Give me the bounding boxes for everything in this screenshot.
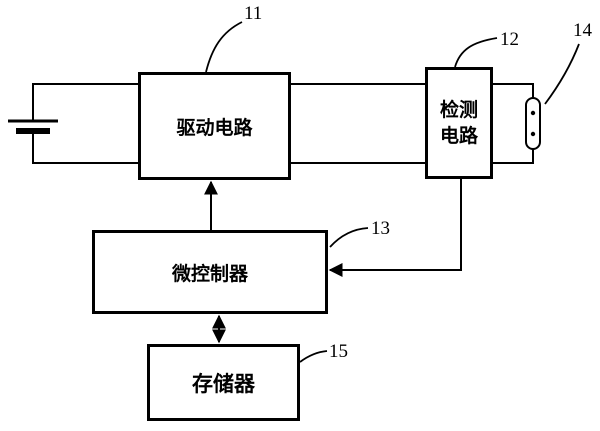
ref-number-sensor: 14 [573,20,592,41]
microcontroller-block: 微控制器 [92,230,328,314]
drive-circuit-label: 驱动电路 [176,116,253,139]
leader-14 [544,43,580,105]
battery-symbol [8,119,58,134]
detection-circuit-block: 检测 电路 [425,67,493,179]
wire-battery-top [32,83,138,121]
memory-label: 存储器 [192,371,255,396]
ref-number-mcu: 13 [371,218,390,239]
microcontroller-label: 微控制器 [171,262,248,285]
wire-battery-bottom [32,131,138,164]
memory-block: 存储器 [147,344,300,421]
detection-circuit-label-line1: 检测 [439,99,478,121]
leader-13 [329,227,369,248]
leader-12 [454,37,498,68]
wire-detect-to-mcu [328,179,462,277]
leader-11 [205,21,243,73]
ref-number-drive: 11 [244,3,263,24]
leader-15 [299,350,328,363]
wire-detect-sensor-bottom [493,149,534,164]
sensor-element [525,97,541,150]
drive-circuit-block: 驱动电路 [138,72,291,180]
detection-circuit-label-line2: 电路 [439,125,478,147]
ref-number-memory: 15 [329,341,348,362]
wire-detect-sensor-top [493,83,534,98]
ref-number-detect: 12 [500,29,519,50]
